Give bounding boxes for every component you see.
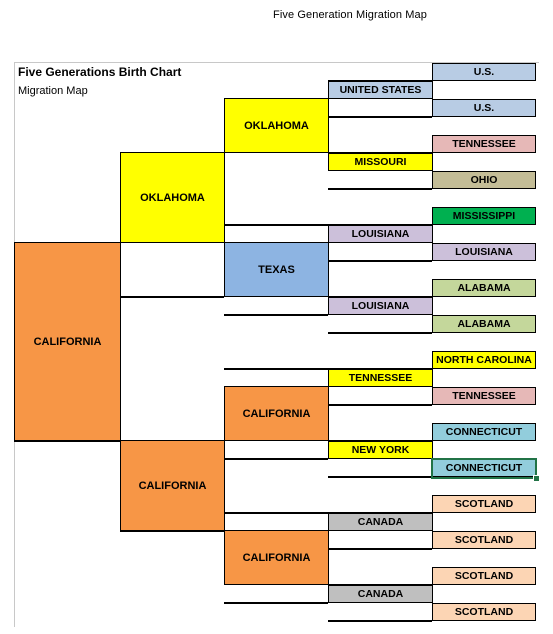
gen5-box[interactable]: SCOTLAND — [432, 531, 536, 549]
connector-line — [224, 314, 328, 316]
gen4-box[interactable]: MISSOURI — [328, 153, 433, 171]
gen4-box[interactable]: UNITED STATES — [328, 81, 433, 99]
connector-line — [328, 440, 432, 442]
gen3-box[interactable]: CALIFORNIA — [224, 386, 329, 441]
fill-handle[interactable] — [533, 475, 540, 482]
connector-line — [328, 404, 432, 406]
gen4-box[interactable]: NEW YORK — [328, 441, 433, 459]
connector-line — [224, 458, 328, 460]
gen4-box[interactable]: LOUISIANA — [328, 225, 433, 243]
chart-subtitle[interactable]: Migration Map — [18, 85, 88, 97]
gen3-box[interactable]: TEXAS — [224, 242, 329, 297]
gen2-box[interactable]: CALIFORNIA — [120, 440, 225, 531]
gen3-box[interactable]: CALIFORNIA — [224, 530, 329, 585]
gen4-box[interactable]: TENNESSEE — [328, 369, 433, 387]
connector-line — [328, 80, 432, 82]
gen5-box[interactable]: TENNESSEE — [432, 135, 536, 153]
gen5-box[interactable]: MISSISSIPPI — [432, 207, 536, 225]
gen5-box[interactable]: SCOTLAND — [432, 567, 536, 585]
connector-line — [328, 332, 432, 334]
connector-line — [328, 260, 432, 262]
connector-line — [328, 116, 432, 118]
gen5-box[interactable]: U.S. — [432, 99, 536, 117]
gen2-box[interactable]: OKLAHOMA — [120, 152, 225, 243]
connector-line — [328, 548, 432, 550]
gen5-box[interactable]: SCOTLAND — [432, 603, 536, 621]
connector-line — [224, 224, 328, 226]
gen3-box[interactable]: OKLAHOMA — [224, 98, 329, 153]
connector-line — [328, 512, 432, 514]
cell-selection[interactable] — [431, 458, 537, 479]
connector-line — [328, 188, 432, 190]
connector-line — [328, 224, 432, 226]
gen4-box[interactable]: LOUISIANA — [328, 297, 433, 315]
chart-title[interactable]: Five Generations Birth Chart — [18, 65, 182, 79]
connector-line — [328, 296, 432, 298]
gen4-box[interactable]: CANADA — [328, 513, 433, 531]
connector-line — [328, 620, 432, 622]
connector-line — [328, 152, 432, 154]
gen5-box[interactable]: CONNECTICUT — [432, 459, 536, 477]
connector-line — [120, 296, 224, 298]
gen4-box[interactable]: CANADA — [328, 585, 433, 603]
connector-line — [224, 512, 328, 514]
gen5-box[interactable]: ALABAMA — [432, 279, 536, 297]
connector-line — [328, 584, 432, 586]
gen5-box[interactable]: ALABAMA — [432, 315, 536, 333]
gen5-box[interactable]: SCOTLAND — [432, 495, 536, 513]
gen5-box[interactable]: NORTH CAROLINA — [432, 351, 536, 369]
gen1-box[interactable]: CALIFORNIA — [14, 242, 121, 441]
connector-line — [224, 602, 328, 604]
connector-line — [224, 368, 328, 370]
connector-line — [328, 476, 432, 478]
gen5-box[interactable]: CONNECTICUT — [432, 423, 536, 441]
connector-line — [328, 368, 432, 370]
gen5-box[interactable]: U.S. — [432, 63, 536, 81]
page-heading: Five Generation Migration Map — [273, 9, 427, 21]
gen5-box[interactable]: TENNESSEE — [432, 387, 536, 405]
gen5-box[interactable]: LOUISIANA — [432, 243, 536, 261]
gen5-box[interactable]: OHIO — [432, 171, 536, 189]
